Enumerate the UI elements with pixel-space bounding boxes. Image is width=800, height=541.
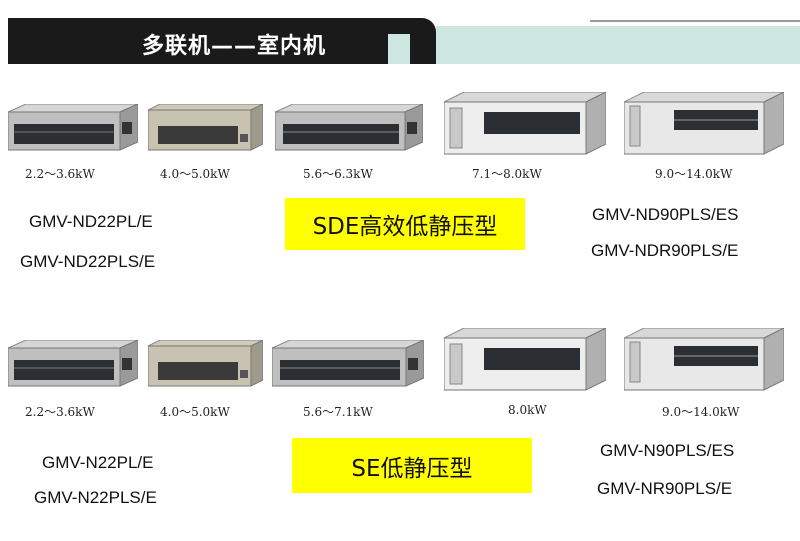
capacity-label: 4.0～5.0kW [160,167,230,181]
series-tag-se: SE低静压型 [292,438,532,493]
unit-image-ducted-small [8,340,138,388]
model-name: GMV-N22PLS/E [34,488,157,507]
header-bar [8,18,436,64]
capacity-label: 9.0～14.0kW [662,405,740,419]
unit-image-ducted-large [444,92,606,156]
capacity-label: 2.2～3.6kW [25,167,95,181]
unit-image-ducted-xlarge [624,92,784,156]
model-name: GMV-NR90PLS/E [597,479,733,498]
top-divider-line [590,20,800,22]
header-accent-band [436,26,800,64]
model-name: GMV-ND22PL/E [29,212,153,231]
page-title: 多联机——室内机 [142,34,327,59]
model-name: GMV-N22PL/E [42,453,154,472]
capacity-label: 4.0～5.0kW [160,405,230,419]
unit-image-ducted-small [8,104,138,152]
capacity-label: 9.0～14.0kW [655,167,733,181]
model-name: GMV-NDR90PLS/E [591,241,739,260]
unit-image-ducted-xlarge [624,328,784,392]
model-name: GMV-N90PLS/ES [600,441,735,460]
series-tag-sde: SDE高效低静压型 [285,198,525,250]
header-notch [388,34,410,64]
capacity-label: 8.0kW [508,403,547,417]
unit-image-ducted-open [148,340,263,388]
model-name: GMV-ND22PLS/E [20,252,156,271]
capacity-label: 5.6～6.3kW [303,167,373,181]
capacity-label: 2.2～3.6kW [25,405,95,419]
unit-image-ducted-large [444,328,606,392]
model-name: GMV-ND90PLS/ES [592,205,739,224]
capacity-label: 5.6～7.1kW [303,405,373,419]
capacity-label: 7.1～8.0kW [472,167,542,181]
unit-image-ducted-medium [272,340,424,388]
unit-image-ducted-open [148,104,263,152]
unit-image-ducted-medium [275,104,423,152]
